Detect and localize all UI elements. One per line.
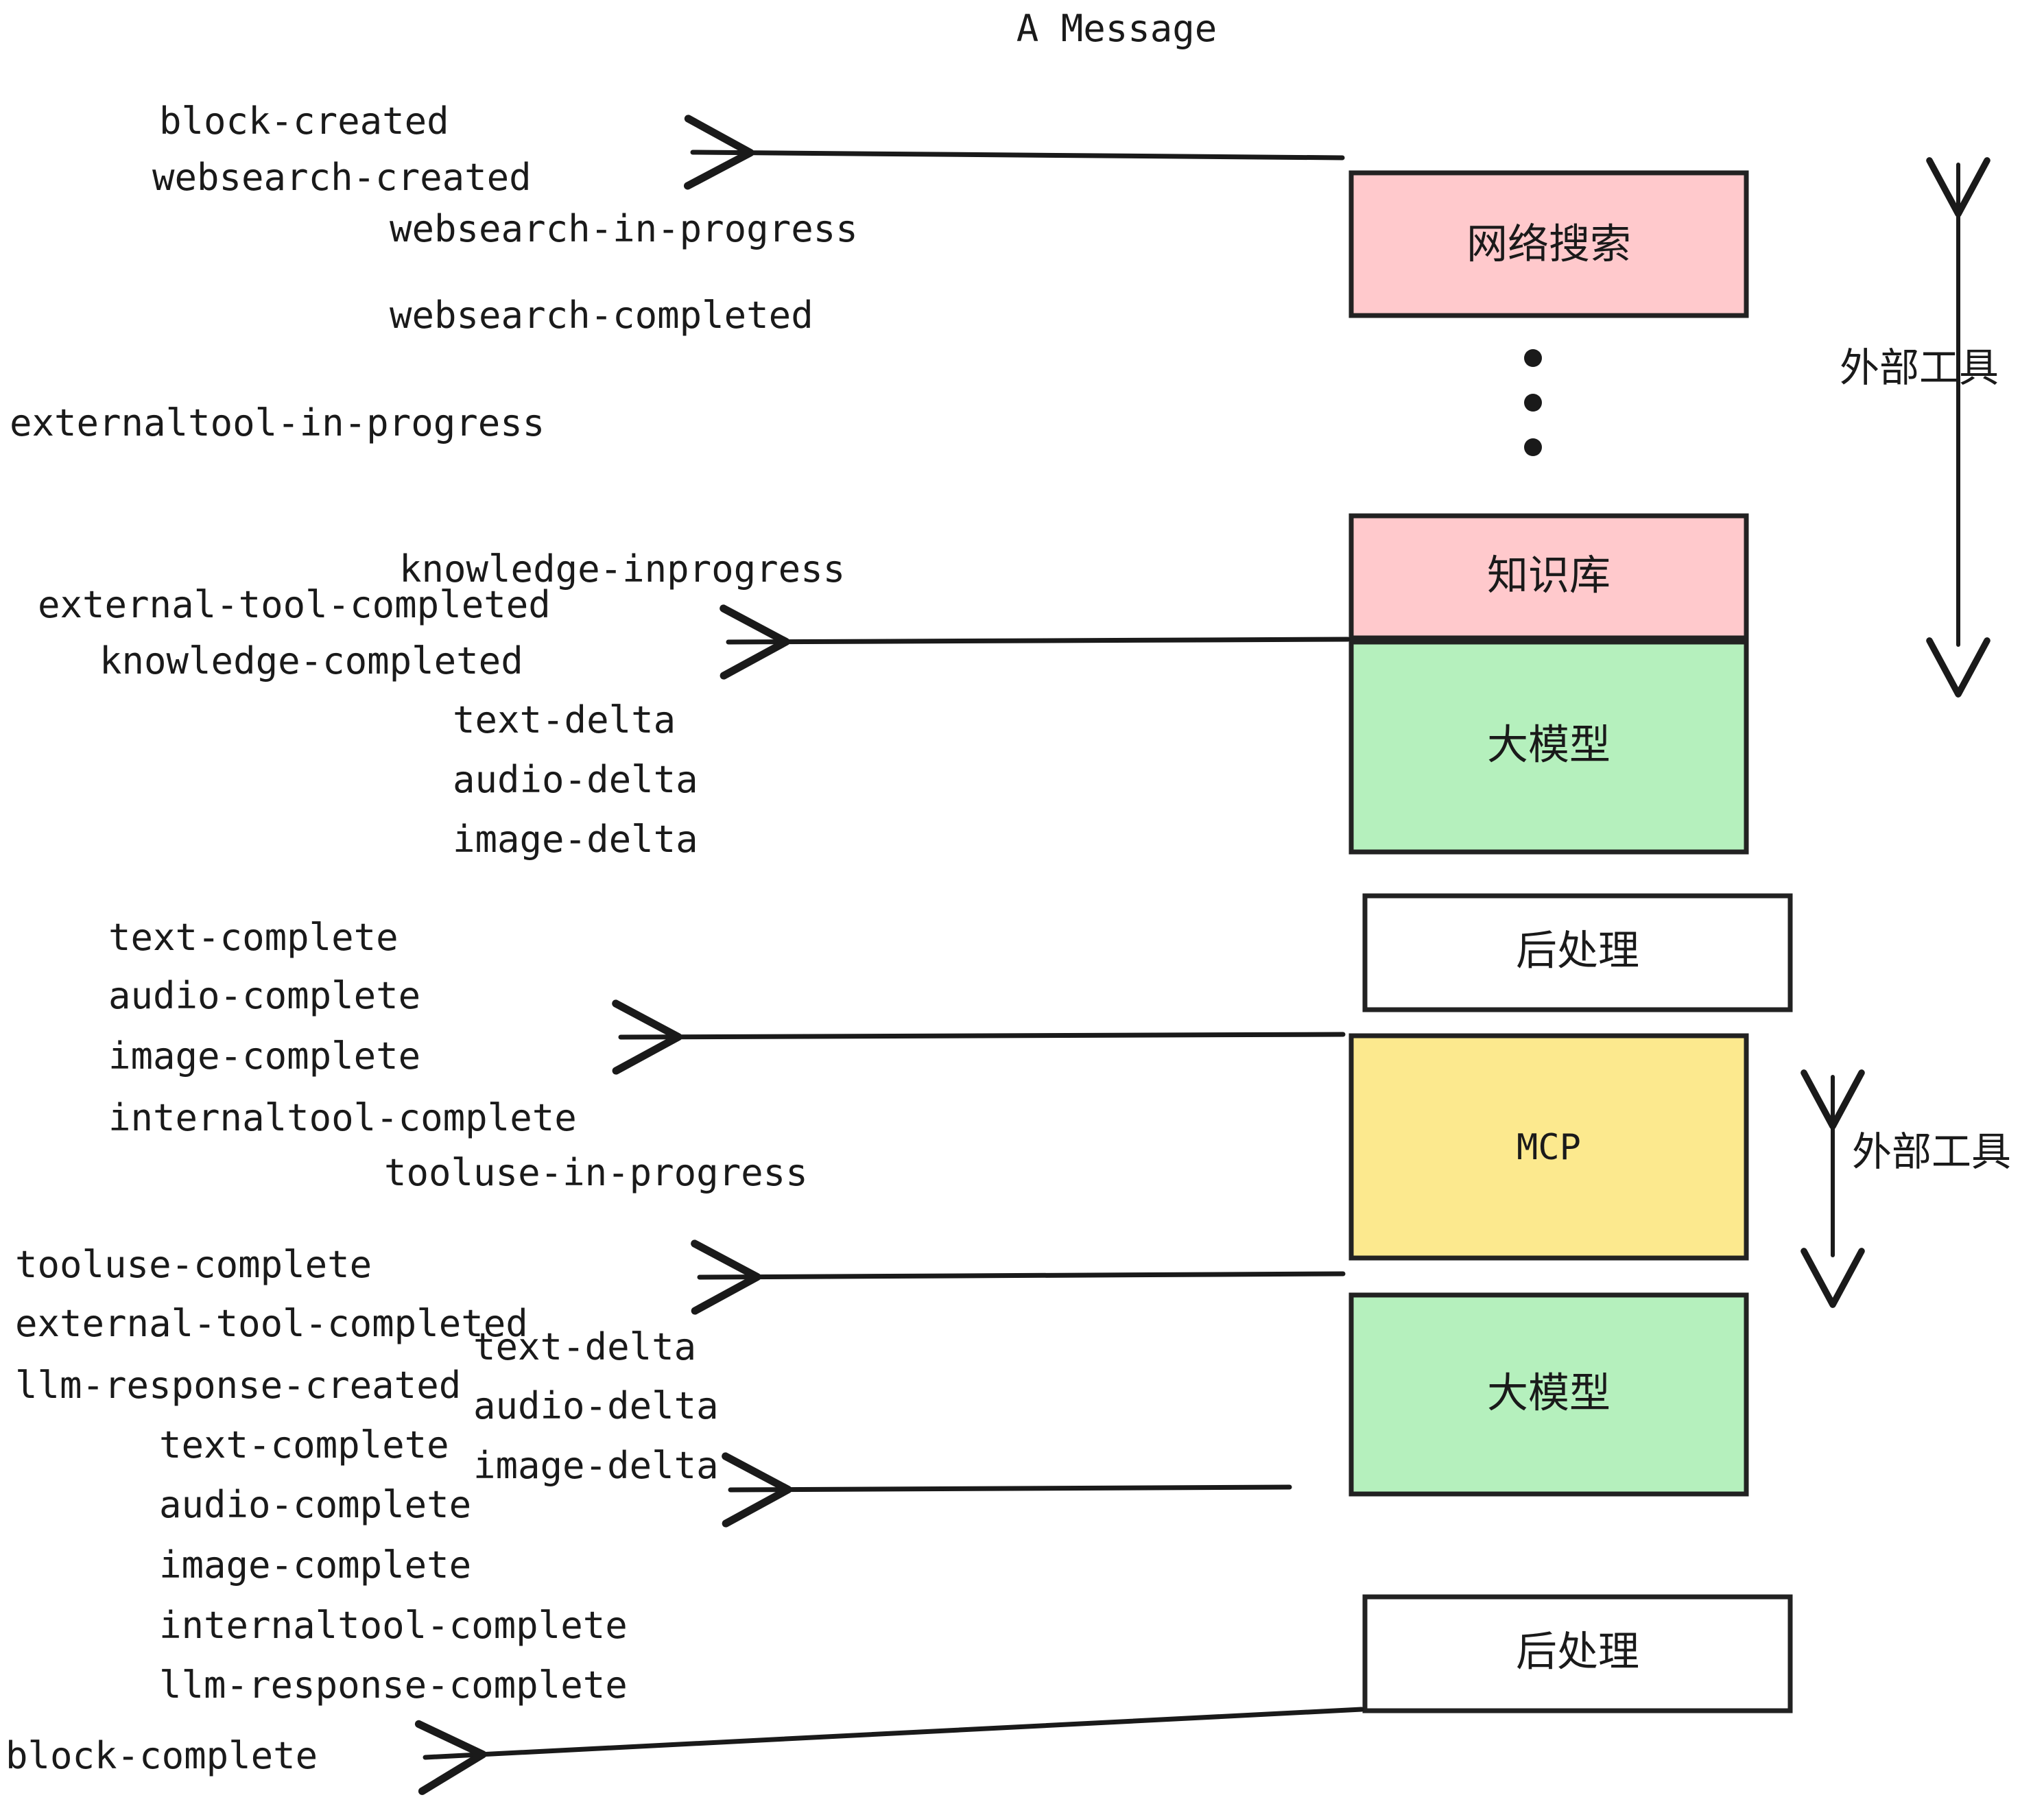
event-label-llm-response-complete: llm-response-complete xyxy=(159,1663,628,1707)
event-label-websearch-completed: websearch-completed xyxy=(390,294,813,337)
node-llm-2-label: 大模型 xyxy=(1487,1370,1611,1418)
external-tool-range-top: 外部工具 xyxy=(1840,157,1999,698)
flow-arrow-tooluse-complete xyxy=(691,1239,1346,1315)
node-llm-2-rect xyxy=(1348,1292,1749,1497)
node-postprocess-2-label: 后处理 xyxy=(1516,1628,1639,1676)
node-postprocess-1-label: 后处理 xyxy=(1516,927,1639,975)
node-knowledge-rect xyxy=(1348,513,1749,641)
event-label-image-complete-2: image-complete xyxy=(159,1543,471,1587)
flow-arrow-audio-complete xyxy=(722,1452,1292,1528)
diagram-title: A Message xyxy=(1017,7,1217,50)
node-knowledge-label: 知识库 xyxy=(1487,552,1611,600)
event-label-block-complete: block-complete xyxy=(5,1734,318,1777)
node-websearch[interactable]: 网络搜索 xyxy=(1348,170,1749,318)
node-websearch-rect xyxy=(1348,170,1749,318)
event-label-external-tool-completed-2: external-tool-completed xyxy=(15,1302,528,1345)
event-label-image-delta-1: image-delta xyxy=(453,818,698,861)
event-label-knowledge-inprogress: knowledge-inprogress xyxy=(399,547,845,591)
node-llm-2[interactable]: 大模型 xyxy=(1348,1292,1749,1497)
event-label-text-complete-1: text-complete xyxy=(108,916,399,959)
external-tool-label-top: 外部工具 xyxy=(1840,344,1999,391)
event-label-audio-delta-1: audio-delta xyxy=(453,758,698,801)
node-mcp[interactable]: MCP xyxy=(1348,1033,1749,1261)
node-mcp-rect xyxy=(1348,1033,1749,1261)
node-postprocess-2[interactable]: 后处理 xyxy=(1362,1594,1793,1713)
event-label-image-delta-2: image-delta xyxy=(473,1444,719,1487)
event-label-block-created: block-created xyxy=(159,99,449,143)
flow-arrow-image-complete xyxy=(612,999,1346,1075)
node-llm-1-label: 大模型 xyxy=(1487,722,1611,770)
external-tool-range-bottom: 外部工具 xyxy=(1801,1069,2011,1308)
event-label-external-tool-completed-1: external-tool-completed xyxy=(38,583,551,626)
event-label-internaltool-complete-2: internaltool-complete xyxy=(159,1604,628,1647)
event-label-text-delta-1: text-delta xyxy=(453,698,676,741)
event-label-websearch-in-progress: websearch-in-progress xyxy=(390,207,858,250)
event-label-internaltool-complete-1: internaltool-complete xyxy=(108,1096,577,1139)
node-postprocess-1[interactable]: 后处理 xyxy=(1362,893,1793,1012)
node-llm-1[interactable]: 大模型 xyxy=(1348,639,1749,855)
event-label-externaltool-in-progress: externaltool-in-progress xyxy=(10,401,545,444)
external-tool-label-bottom: 外部工具 xyxy=(1852,1128,2011,1175)
node-mcp-label: MCP xyxy=(1517,1127,1581,1168)
node-llm-1-rect xyxy=(1348,639,1749,855)
node-websearch-label: 网络搜索 xyxy=(1466,221,1631,269)
event-label-audio-delta-2: audio-delta xyxy=(473,1384,719,1427)
event-label-websearch-created: websearch-created xyxy=(152,156,532,199)
event-label-knowledge-completed: knowledge-completed xyxy=(99,639,523,683)
event-label-audio-complete-1: audio-complete xyxy=(108,974,420,1017)
event-label-text-complete-2: text-complete xyxy=(159,1423,449,1467)
node-knowledge[interactable]: 知识库 xyxy=(1348,513,1749,641)
flow-arrow-block-complete xyxy=(414,1707,1364,1795)
event-label-llm-response-created: llm-response-created xyxy=(15,1364,461,1407)
event-label-text-delta-2: text-delta xyxy=(473,1325,696,1368)
flow-arrow-block-created xyxy=(683,115,1345,190)
event-label-audio-complete-2: audio-complete xyxy=(159,1483,471,1526)
event-label-tooluse-in-progress: tooluse-in-progress xyxy=(384,1151,808,1194)
event-label-image-complete-1: image-complete xyxy=(108,1034,420,1078)
flow-arrow-knowledge-completed xyxy=(720,604,1351,680)
node-postprocess-2-rect xyxy=(1362,1594,1793,1713)
event-label-tooluse-complete: tooluse-complete xyxy=(15,1243,372,1286)
node-postprocess-1-rect xyxy=(1362,893,1793,1012)
vertical-ellipsis-icon xyxy=(1524,349,1542,456)
